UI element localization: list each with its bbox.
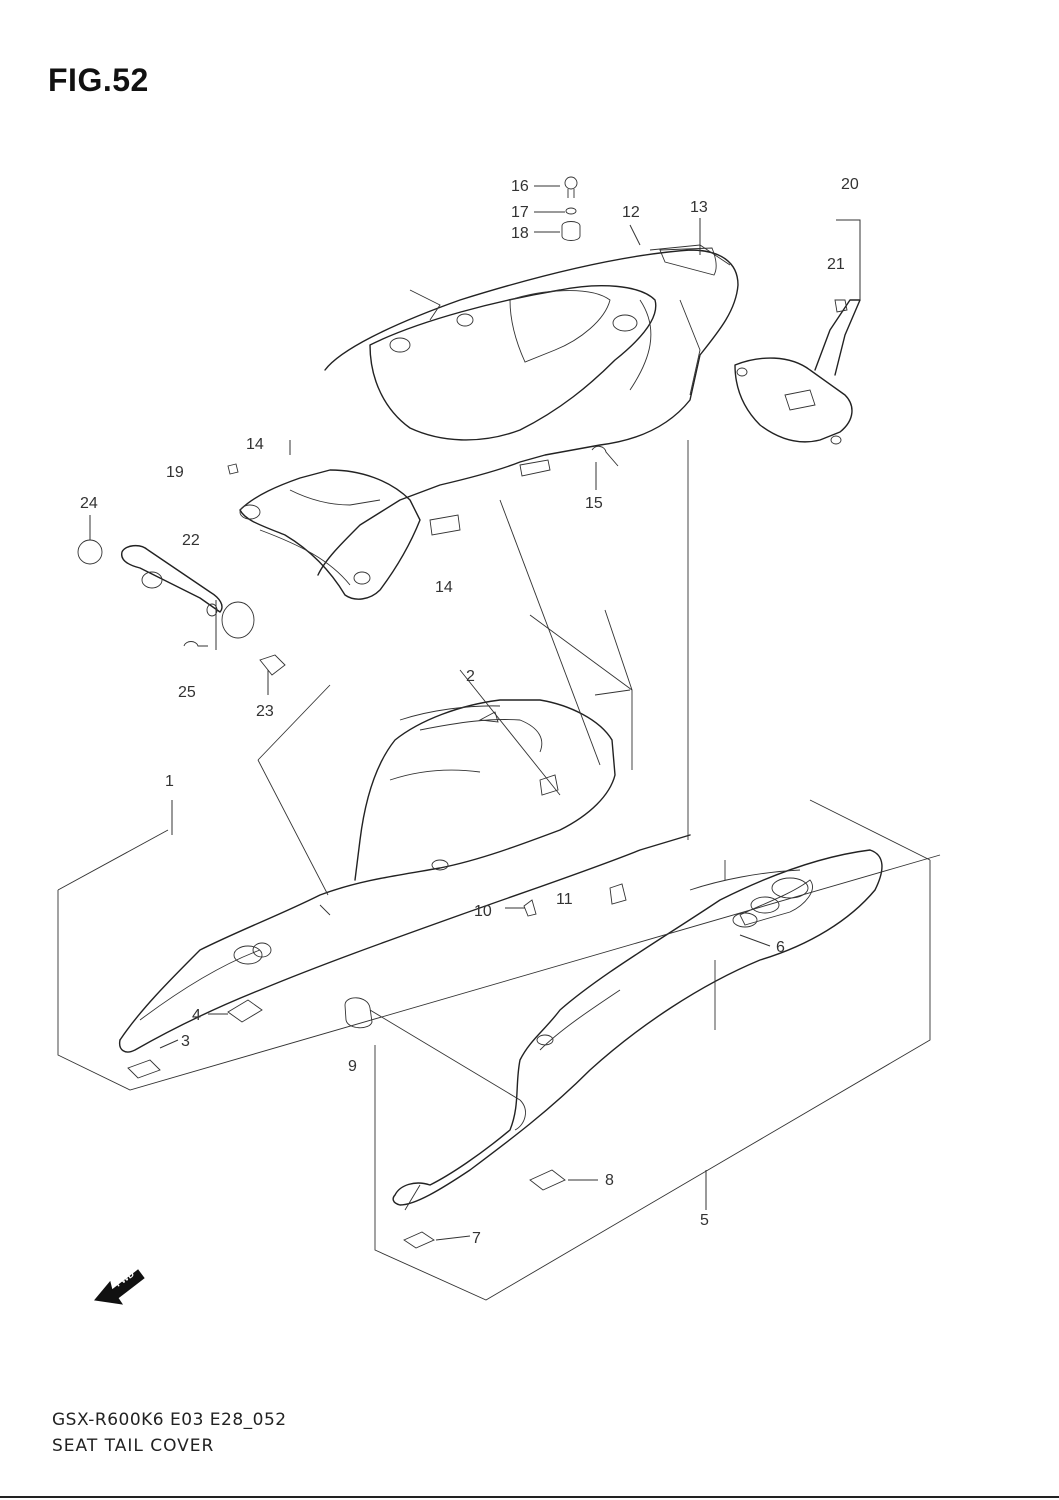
- callout-15: 15: [585, 495, 603, 512]
- callout-8: 8: [605, 1172, 614, 1189]
- callout-22: 22: [182, 532, 200, 549]
- callout-16: 16: [511, 178, 529, 195]
- callout-labels: 16 17 18 12 13 20 21 14 19 15 24 22 14 2…: [80, 176, 859, 1247]
- callout-6: 6: [776, 939, 785, 956]
- side-cover-part-1: [118, 699, 691, 1053]
- callout-9: 9: [348, 1058, 357, 1075]
- callout-7: 7: [472, 1230, 481, 1247]
- figure-name: SEAT TAIL COVER: [52, 1436, 215, 1456]
- callout-18: 18: [511, 225, 529, 242]
- callout-21: 21: [827, 256, 845, 273]
- callout-13: 13: [690, 199, 708, 216]
- small-hardware: [77, 176, 627, 1249]
- callout-14-upper: 14: [246, 436, 264, 453]
- side-cover-part-5: [392, 849, 883, 1206]
- callout-10: 10: [474, 903, 492, 920]
- callout-17: 17: [511, 204, 529, 221]
- callout-23: 23: [256, 703, 274, 720]
- callout-20: 20: [841, 176, 859, 193]
- side-cover-part-14: [239, 459, 551, 600]
- callout-12: 12: [622, 204, 640, 221]
- callout-11: 11: [556, 891, 573, 908]
- callout-1: 1: [165, 773, 174, 790]
- callout-4: 4: [192, 1007, 201, 1024]
- callout-25: 25: [178, 684, 196, 701]
- bracket-part-20: [734, 299, 861, 445]
- assembly-guide-lines: [57, 440, 941, 1301]
- callout-5: 5: [700, 1212, 709, 1229]
- callout-19: 19: [166, 464, 184, 481]
- callout-2: 2: [466, 668, 475, 685]
- leader-lines: [89, 185, 861, 1241]
- figure-title: FIG.52: [48, 62, 149, 98]
- bottom-border: [0, 1496, 1059, 1498]
- forward-direction-arrow-icon: FWD: [94, 1268, 145, 1305]
- callout-24: 24: [80, 495, 98, 512]
- seat-cowl-part-12: [317, 244, 739, 576]
- figure-code: GSX-R600K6 E03 E28_052: [52, 1410, 287, 1430]
- callout-14-lower: 14: [435, 579, 453, 596]
- callout-3: 3: [181, 1033, 190, 1050]
